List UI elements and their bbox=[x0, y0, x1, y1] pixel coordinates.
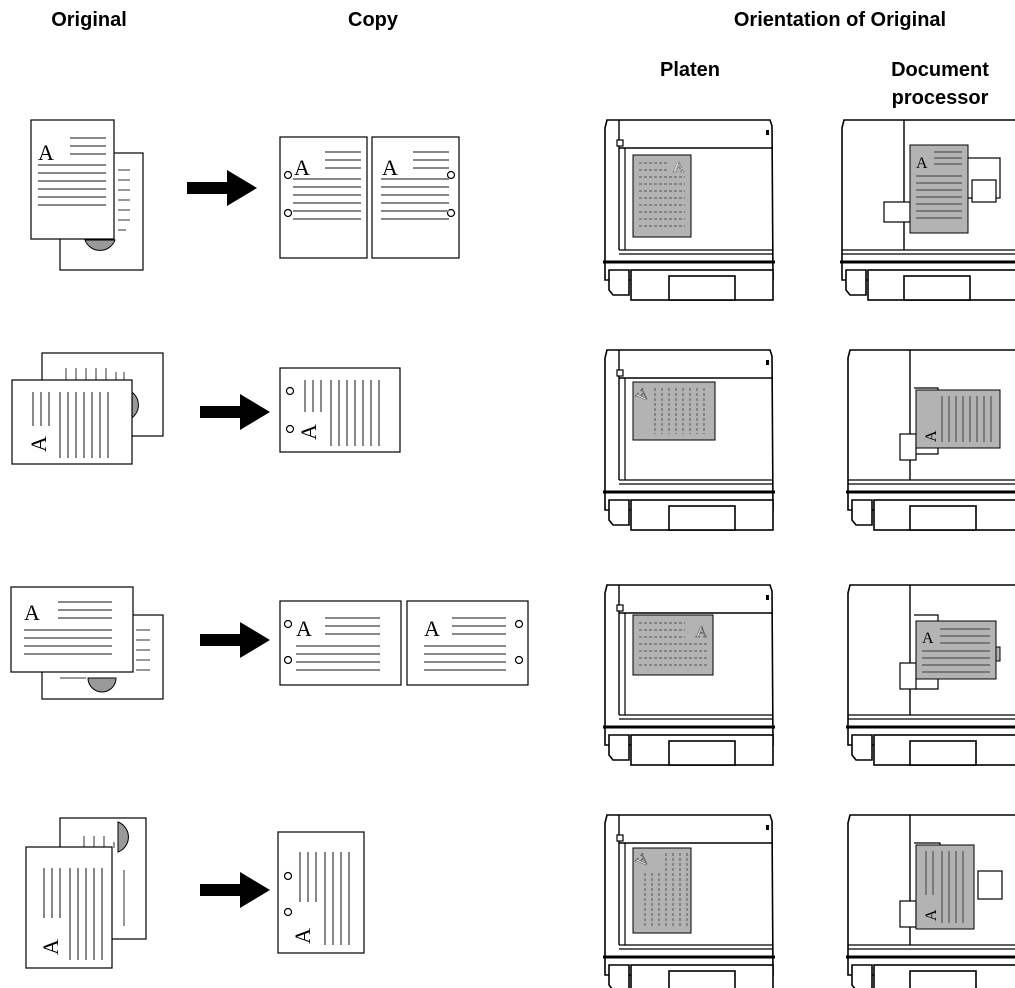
row-4-processor: A bbox=[844, 813, 1015, 988]
row-3-arrow bbox=[200, 622, 270, 658]
row-1-platen: A bbox=[601, 118, 777, 302]
row-4-original: A bbox=[25, 817, 147, 969]
row-2-arrow bbox=[200, 394, 270, 430]
row-1-platen-glyph: A bbox=[672, 159, 684, 176]
row-4-copy: A bbox=[277, 831, 365, 954]
header-document-processor-line2: processor bbox=[891, 87, 989, 109]
row-1-copy: A A bbox=[279, 136, 460, 259]
row-2-platen: A bbox=[601, 348, 777, 532]
header-document-processor-line1: Document bbox=[891, 59, 989, 81]
row-1-processor-glyph: A bbox=[916, 155, 928, 172]
header-platen: Platen bbox=[659, 59, 721, 81]
row-2-copy: A bbox=[279, 367, 401, 453]
row-2-copy-glyph: A bbox=[296, 424, 321, 440]
row-2-original-glyph: A bbox=[26, 436, 51, 452]
row-3-platen: A bbox=[601, 583, 777, 767]
row-1-processor: A bbox=[838, 118, 1015, 302]
row-3-copy-glyph-1: A bbox=[296, 616, 312, 641]
row-3-original-glyph: A bbox=[24, 600, 40, 625]
header-original: Original bbox=[51, 9, 127, 31]
row-1-original: A bbox=[30, 119, 144, 271]
row-1-arrow bbox=[187, 170, 257, 206]
row-2: A A A A bbox=[11, 348, 1015, 532]
header-copy: Copy bbox=[348, 9, 398, 31]
row-4-copy-glyph: A bbox=[290, 928, 315, 944]
row-4-original-glyph: A bbox=[38, 939, 63, 955]
row-2-processor-glyph: A bbox=[923, 430, 940, 442]
row-3-processor: A bbox=[844, 583, 1015, 767]
row-3: A A A A A bbox=[10, 583, 1015, 767]
row-3-platen-glyph: A bbox=[695, 624, 707, 641]
row-2-processor: A bbox=[844, 348, 1015, 532]
row-1-copy-glyph-2: A bbox=[382, 155, 398, 180]
row-4-arrow bbox=[200, 872, 270, 908]
row-4-platen: A bbox=[601, 813, 777, 988]
row-1-copy-glyph-1: A bbox=[294, 155, 310, 180]
row-1: A A A A bbox=[30, 118, 1015, 302]
row-3-copy-glyph-2: A bbox=[424, 616, 440, 641]
header-orientation: Orientation of Original bbox=[733, 9, 947, 31]
row-4: A A A A bbox=[25, 813, 1015, 988]
row-3-original: A bbox=[10, 586, 164, 700]
row-4-processor-glyph: A bbox=[923, 909, 940, 921]
row-2-original: A bbox=[11, 352, 164, 465]
row-3-copy: A A bbox=[279, 600, 529, 686]
row-3-processor-glyph: A bbox=[922, 630, 934, 647]
row-1-original-glyph: A bbox=[38, 140, 54, 165]
header-document-processor: Document processor bbox=[870, 56, 1010, 112]
